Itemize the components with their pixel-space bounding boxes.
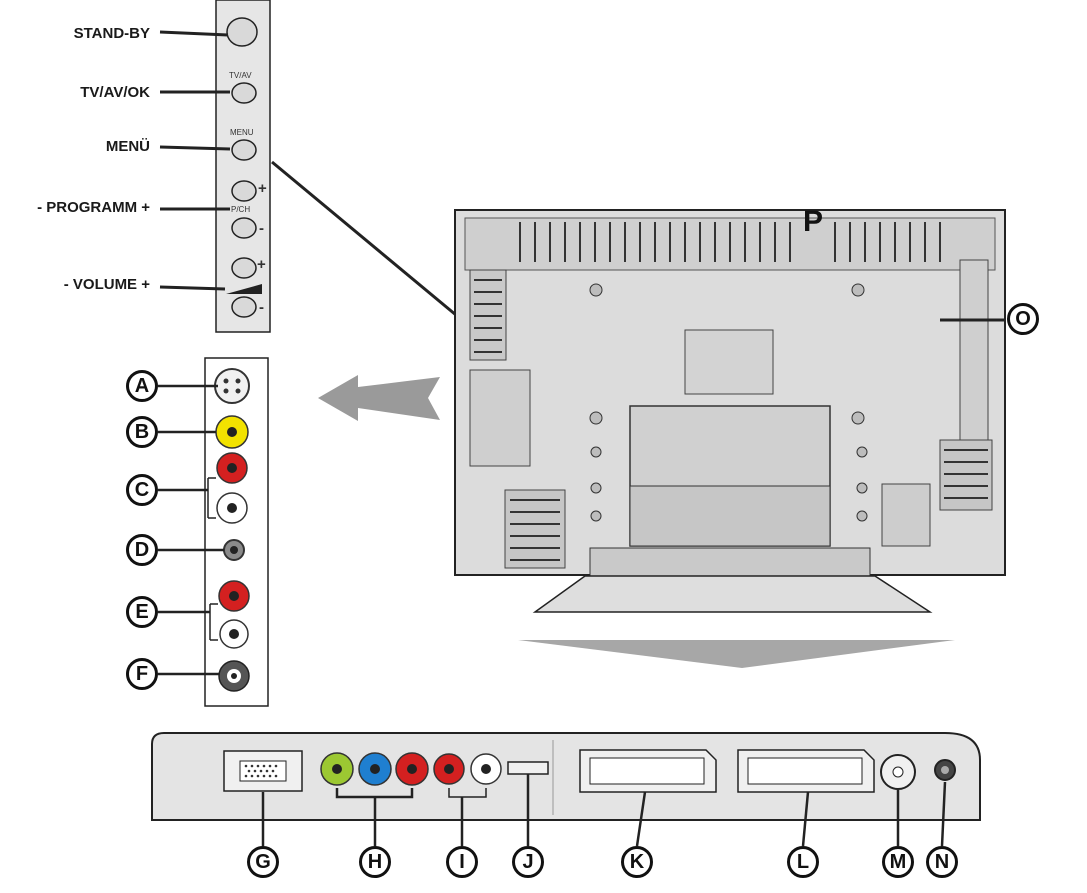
back-connector-panel	[151, 732, 981, 847]
menu-legend: MENU	[230, 128, 254, 137]
callout-o: O	[1007, 303, 1039, 335]
side-connector-panel	[158, 357, 269, 707]
volume-ramp-icon	[226, 284, 262, 294]
callout-b: B	[126, 416, 158, 448]
callout-e: E	[126, 596, 158, 628]
label-leaders	[159, 30, 231, 291]
side-control-strip	[215, 0, 271, 333]
callout-i: I	[446, 846, 478, 878]
callout-a: A	[126, 370, 158, 402]
volume-down-button[interactable]	[231, 296, 257, 318]
tv-top-mark: P	[803, 205, 824, 238]
callout-l: L	[787, 846, 819, 878]
volume-label: - VOLUME +	[63, 276, 150, 293]
volume-up-button[interactable]	[231, 257, 257, 279]
tv-av-ok-button[interactable]	[231, 82, 257, 104]
back-panel-arrow	[518, 640, 955, 668]
side-panel-arrow	[318, 375, 440, 421]
strip-pointer-line	[271, 160, 463, 322]
callout-n: N	[926, 846, 958, 878]
tv-rear-view	[454, 209, 1006, 613]
tv-av-legend: TV/AV	[229, 71, 252, 80]
tv-av-ok-label: TV/AV/OK	[80, 84, 150, 101]
programme-up-button[interactable]	[231, 180, 257, 202]
programme-minus-sign: -	[259, 220, 264, 237]
tv-stand	[532, 575, 933, 613]
callout-f: F	[126, 658, 158, 690]
volume-minus-sign: -	[259, 299, 264, 316]
programme-plus-sign: +	[258, 180, 267, 197]
menu-button[interactable]	[231, 139, 257, 161]
callout-j: J	[512, 846, 544, 878]
spdif-port-icon	[507, 761, 549, 775]
callout-g: G	[247, 846, 279, 878]
s-video-socket-icon	[214, 368, 250, 404]
standby-label: STAND-BY	[73, 25, 150, 42]
programme-down-button[interactable]	[231, 217, 257, 239]
pch-legend: P/CH	[231, 205, 251, 214]
callout-k: K	[621, 846, 653, 878]
volume-plus-sign: +	[257, 256, 266, 273]
callout-m: M	[882, 846, 914, 878]
standby-button[interactable]	[226, 17, 258, 47]
callout-h: H	[359, 846, 391, 878]
callout-c: C	[126, 474, 158, 506]
menu-label: MENÜ	[105, 138, 150, 155]
callout-d: D	[126, 534, 158, 566]
programme-label: - PROGRAMM +	[37, 199, 150, 216]
